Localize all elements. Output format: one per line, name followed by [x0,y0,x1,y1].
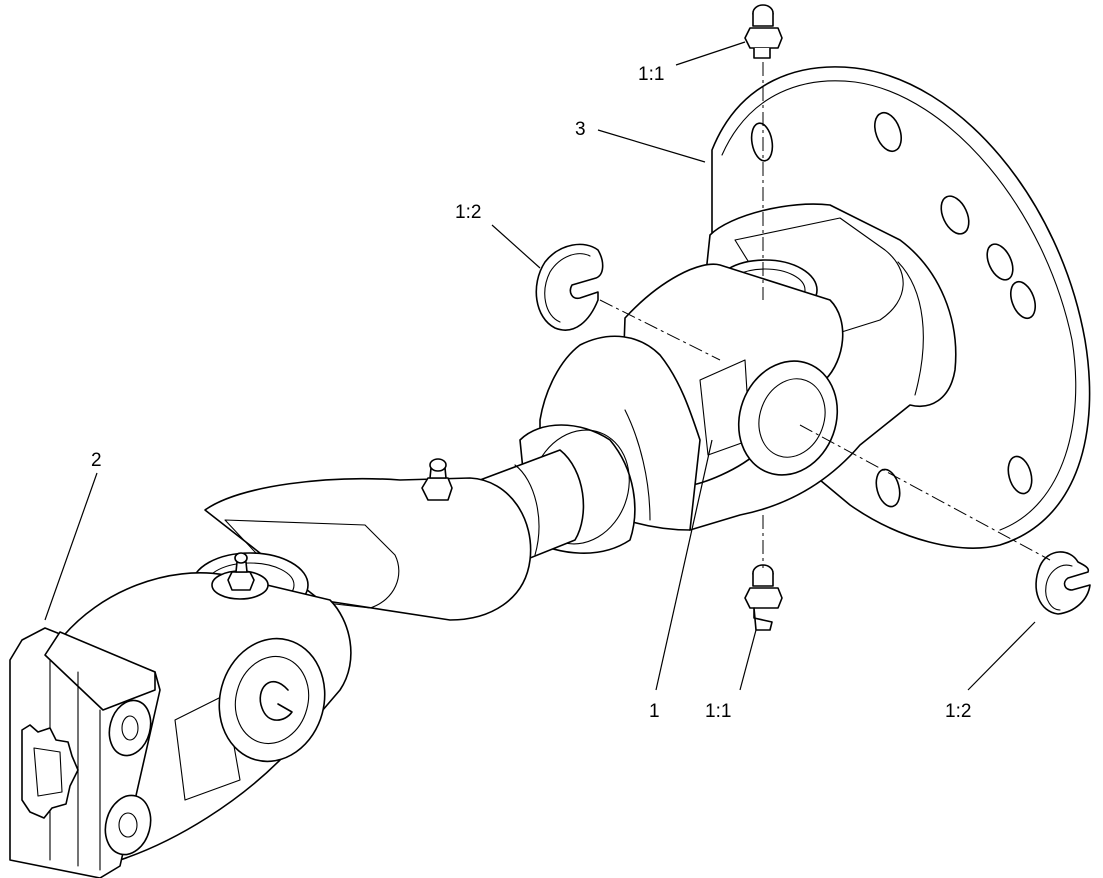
splined-hub-block [9,627,161,878]
grease-fitting-shaft [421,458,453,501]
snap-ring-left [535,243,604,331]
callout-item-3: 3 [575,119,586,140]
grease-fitting-bottom [744,564,783,631]
drive-shaft [479,424,636,571]
callout-clip-left: 1:2 [455,202,481,223]
leader-lines [44,41,1036,691]
center-lines [599,62,1051,568]
callout-clip-right: 1:2 [945,701,971,722]
grease-fitting-left-yoke [211,552,269,600]
callout-item-2: 2 [91,450,102,471]
callout-fitting-bottom: 1:1 [705,701,731,722]
callout-item-1: 1 [649,701,660,722]
grease-fitting-top [744,4,783,59]
snap-ring-right [1035,551,1091,615]
callout-fitting-top: 1:1 [638,64,664,85]
